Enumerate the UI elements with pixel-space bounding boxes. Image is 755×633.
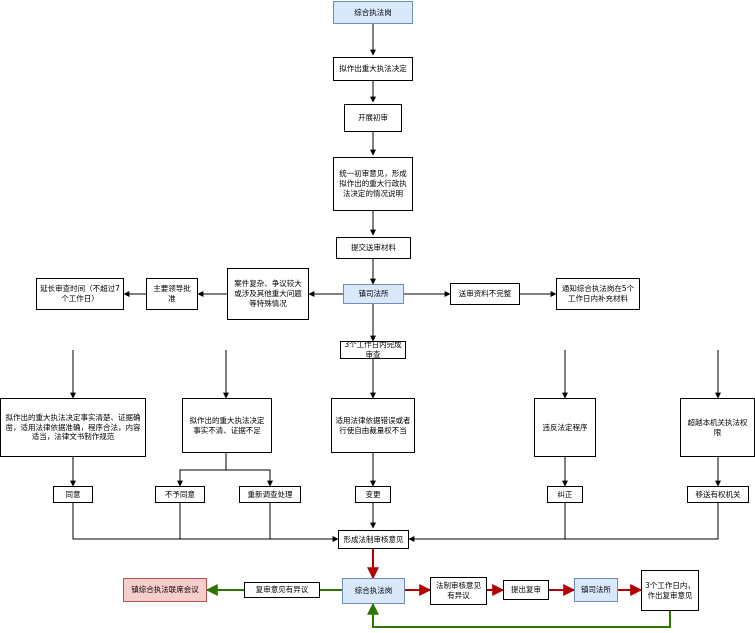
node-objection: 法制审核意见有异议 (430, 577, 487, 605)
node-case-c: 适用法律依据错误或者行使自由裁量权不当 (331, 398, 415, 453)
node-leader: 主要领导批准 (146, 278, 198, 310)
node-notify: 通知综合执法岗在5个工作日内补充材料 (556, 278, 640, 310)
node-correct: 纠正 (547, 486, 583, 503)
node-submit: 提交送审材料 (336, 237, 411, 259)
node-extend: 延长审查时间（不超过7个工作日） (36, 278, 124, 310)
node-case-b: 拟作出的重大执法决定事实不清、证据不足 (182, 398, 272, 453)
node-judicial: 镇司法所 (343, 284, 404, 304)
label-review-objection: 复审意见有异议 (244, 582, 320, 598)
node-joint-meeting: 镇综合执法联席会议 (123, 578, 207, 602)
node-unify: 统一初审意见，形成拟作出的重大行政执法决定的情况说明 (333, 157, 413, 211)
node-agree: 同意 (53, 486, 93, 503)
node-case-a: 拟作出的重大执法决定事实清楚、证据确凿，适用法律依据准确，程序合法，内容适当，法… (0, 398, 146, 457)
node-complex: 案件复杂、争议较大或涉及其他重大问题等特殊情况 (227, 268, 309, 320)
node-top-post: 综合执法岗 (333, 1, 413, 24)
node-incomplete: 送审资料不完整 (450, 283, 520, 305)
node-change: 变更 (355, 486, 391, 503)
edge-transfer-opinion (565, 503, 719, 540)
node-re-review: 3个工作日内，作出复审意见 (641, 570, 699, 611)
node-bottom-judicial: 镇司法所 (574, 578, 618, 602)
node-reinvestigate: 重新调查处理 (239, 486, 301, 503)
node-opinion: 形成法制审核意见 (338, 530, 409, 549)
edge-correct-opinion (408, 503, 566, 542)
node-three-days: 3个工作日内完成审查 (340, 341, 406, 359)
node-case-d: 违反法定程序 (534, 398, 596, 457)
edge-agree-opinion (72, 503, 339, 542)
node-request-review: 提出复审 (503, 580, 549, 600)
node-propose: 拟作出重大执法决定 (333, 57, 413, 81)
edge-rereview-back (367, 602, 671, 628)
node-transfer: 移送有权机关 (687, 486, 749, 503)
edge-b-split2 (226, 469, 271, 486)
node-case-e: 超越本机关执法权限 (680, 398, 755, 457)
node-disagree: 不予同意 (155, 486, 205, 503)
node-initial-review: 开展初审 (344, 104, 402, 132)
edge-b-split (179, 453, 227, 486)
node-bottom-post: 综合执法岗 (342, 578, 405, 604)
